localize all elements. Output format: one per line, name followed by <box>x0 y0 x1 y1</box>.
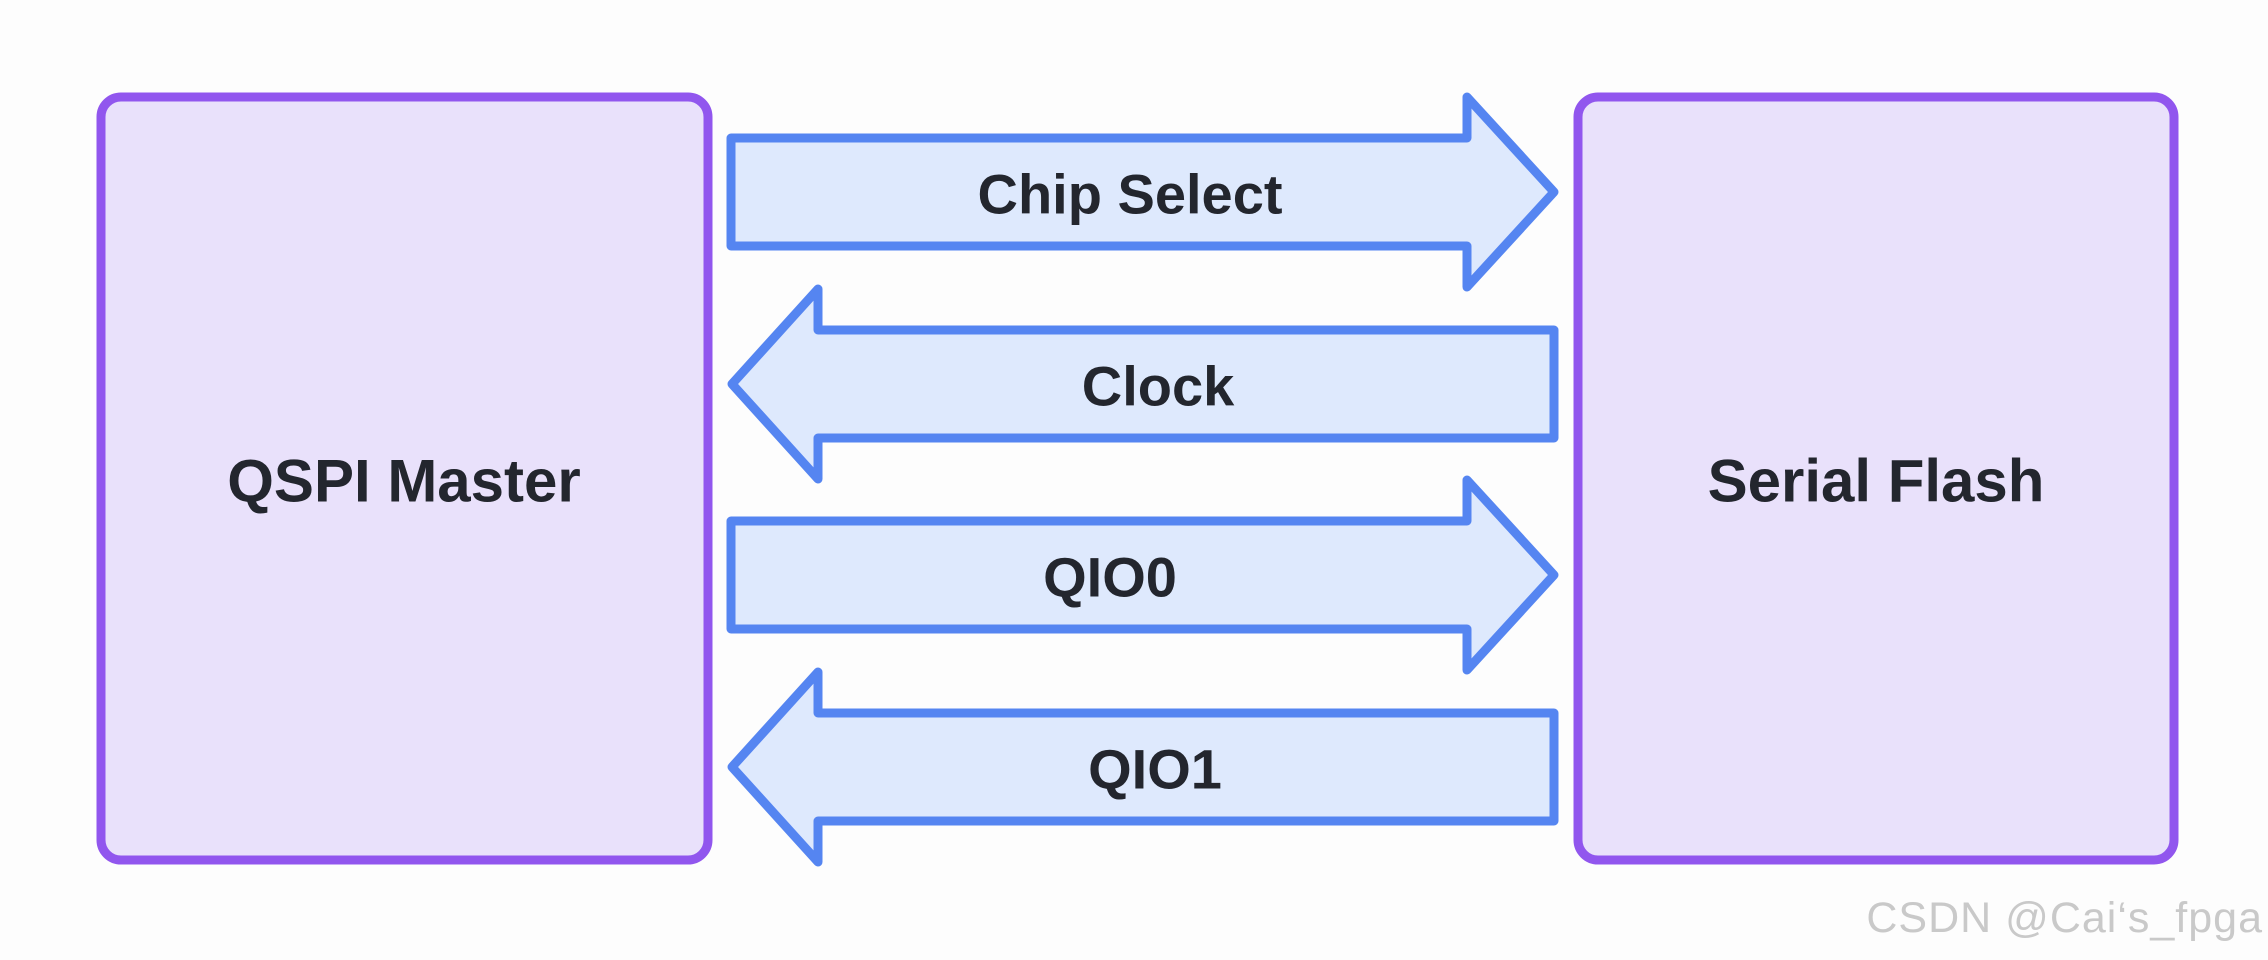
qio0-label: QIO0 <box>1043 546 1177 609</box>
signal-clock: Clock <box>727 284 1559 484</box>
clock-label: Clock <box>1082 355 1235 418</box>
signal-chip-select: Chip Select <box>726 92 1559 292</box>
clock-left-arrow-shape <box>727 284 1559 484</box>
node-qspi-master-label: QSPI Master <box>227 448 580 515</box>
watermark-text: CSDN @Cai‘s_fpga <box>1866 894 2263 942</box>
node-qspi-master: QSPI Master <box>96 92 713 865</box>
qio0-right-arrow-shape <box>726 475 1559 675</box>
signal-qio0: QIO0 <box>726 475 1559 675</box>
node-serial-flash: Serial Flash <box>1573 92 2179 865</box>
node-qspi-master-box <box>96 92 713 865</box>
qio1-left-arrow-shape <box>727 667 1559 867</box>
node-serial-flash-label: Serial Flash <box>1708 448 2045 515</box>
node-serial-flash-box <box>1573 92 2179 865</box>
chip-select-right-arrow-shape <box>726 92 1559 292</box>
qio1-label: QIO1 <box>1088 738 1222 801</box>
signal-qio1: QIO1 <box>727 667 1559 867</box>
chip-select-label: Chip Select <box>978 163 1283 226</box>
